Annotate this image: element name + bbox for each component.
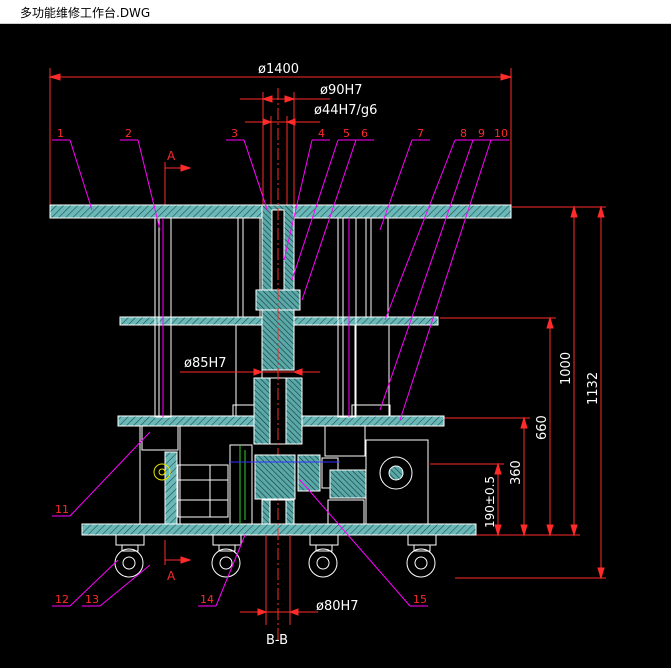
dim-text-height-660: 660 [535, 415, 550, 440]
dim-text-total-height: 1132 [586, 372, 601, 405]
part-numbers: 1 2 3 4 5 6 7 8 9 10 11 12 13 14 15 [55, 127, 508, 606]
part-number-14: 14 [200, 593, 214, 606]
dimension-mid-bore [180, 368, 320, 376]
part-number-7: 7 [417, 127, 424, 140]
leader-lines [52, 139, 509, 607]
dimension-bottom-bore [240, 535, 318, 625]
dimension-bore-top [240, 92, 330, 205]
dim-text-overall-width: ø1400 [258, 62, 299, 77]
section-arrow-top [164, 162, 192, 205]
section-arrow-bottom-label: A [167, 569, 176, 583]
casters [114, 534, 437, 578]
cad-canvas[interactable]: ø1400 ø90H7 ø44H7/g6 [0, 24, 671, 663]
dim-text-height-190: 190±0.5 [483, 476, 497, 528]
part-number-2: 2 [125, 127, 132, 140]
part-number-4: 4 [318, 127, 325, 140]
part-number-1: 1 [57, 127, 64, 140]
dim-text-height-1000: 1000 [559, 352, 574, 385]
dim-text-bottom-bore: ø80H7 [316, 599, 359, 614]
dimension-overall-width [48, 68, 513, 205]
section-label: B-B [266, 633, 288, 648]
part-number-3: 3 [231, 127, 238, 140]
dim-text-shaft-fit: ø44H7/g6 [314, 103, 377, 118]
part-number-15: 15 [413, 593, 427, 606]
part-number-12: 12 [55, 593, 69, 606]
window-title: 多功能维修工作台.DWG [20, 6, 151, 20]
cad-drawing: ø1400 ø90H7 ø44H7/g6 [48, 62, 606, 648]
dim-text-height-360: 360 [509, 460, 524, 485]
part-number-6: 6 [361, 127, 368, 140]
dimension-shaft-fit [245, 116, 320, 205]
part-number-9: 9 [478, 127, 485, 140]
caster-1 [114, 534, 145, 578]
part-number-13: 13 [85, 593, 99, 606]
base-plate [81, 523, 477, 536]
window-titlebar: 多功能维修工作台.DWG [0, 0, 671, 24]
columns [139, 217, 391, 524]
column-centerlines [162, 218, 350, 417]
dim-text-mid-bore: ø85H7 [184, 356, 227, 371]
section-arrow-bottom [164, 540, 192, 565]
caster-4 [406, 534, 437, 578]
caster-3 [308, 534, 339, 578]
dim-text-bore-top: ø90H7 [320, 83, 363, 98]
part-number-10: 10 [494, 127, 508, 140]
part-number-11: 11 [55, 503, 69, 516]
gear-drive-hatch [239, 445, 246, 524]
dimension-heights [430, 205, 606, 580]
part-number-8: 8 [460, 127, 467, 140]
caster-2 [211, 534, 242, 578]
section-arrow-top-label: A [167, 149, 176, 163]
part-number-5: 5 [343, 127, 350, 140]
